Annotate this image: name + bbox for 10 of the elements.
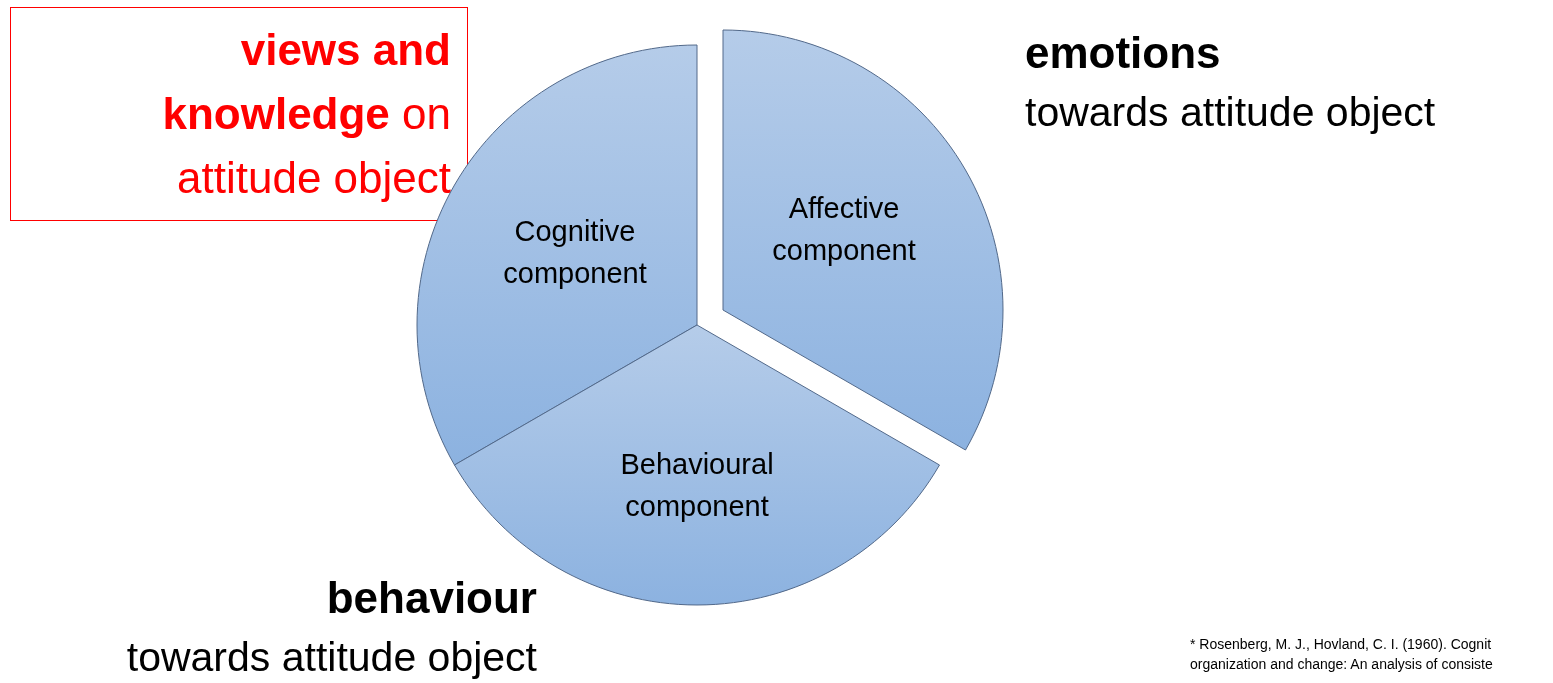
description: towards attitude object <box>126 633 537 682</box>
highlight-text: views and knowledge on attitude object <box>161 24 452 204</box>
description: towards attitude object <box>1025 88 1436 137</box>
heading: behaviour <box>326 572 537 624</box>
citation: * Rosenberg, M. J., Hovland, C. I. (1960). Cognit organization and change: An analysis of consiste <box>1190 635 1494 674</box>
highlight-box <box>10 7 468 221</box>
slice-label: Affective component <box>771 191 917 268</box>
heading: emotions <box>1025 27 1221 79</box>
slice-label: Behavioural component <box>619 447 775 524</box>
slice-label: Cognitive component <box>502 214 648 291</box>
